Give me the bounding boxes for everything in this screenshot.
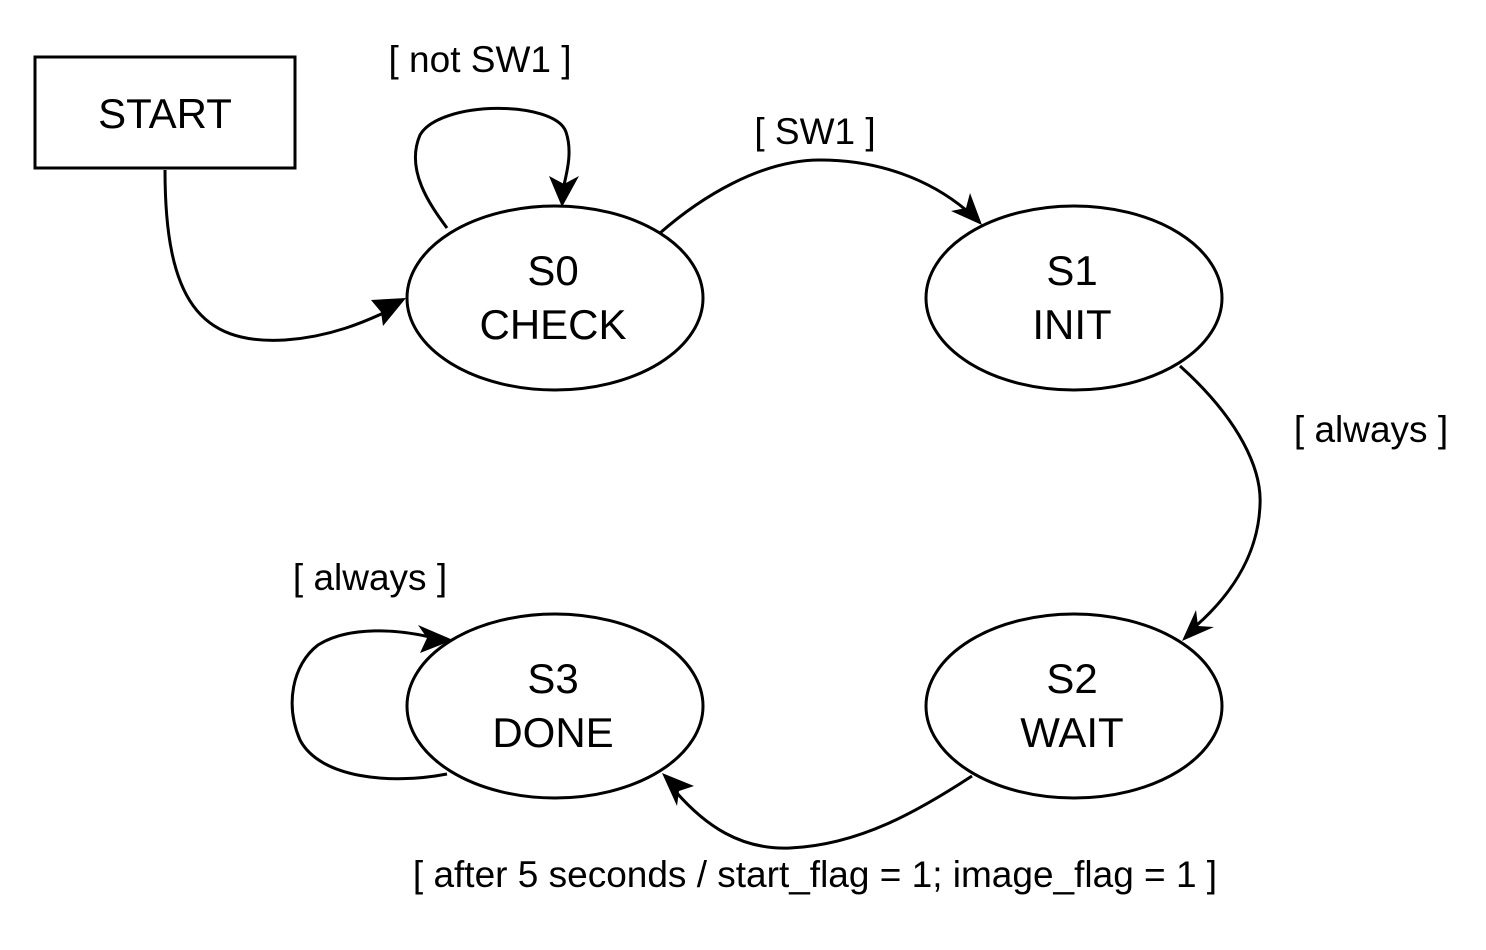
edge-s0-to-s1[interactable]	[659, 158, 982, 235]
edge-s3-self-line	[290, 629, 448, 781]
edge-s0-self-line	[413, 106, 571, 229]
state-s3[interactable]: S3 DONE	[405, 612, 705, 800]
edge-s2-s3-label: [ after 5 seconds / start_flag = 1; imag…	[413, 854, 1217, 895]
state-s1-id: S1	[1046, 247, 1097, 294]
edge-s2-s3-arrowhead	[662, 773, 694, 806]
edge-s0-self[interactable]	[413, 106, 579, 229]
edge-start-to-s0[interactable]	[163, 169, 406, 342]
state-s0-ellipse	[405, 204, 705, 392]
edge-s0-self-arrowhead	[549, 176, 579, 207]
start-label: START	[98, 90, 232, 137]
edge-s0-self-label: [ not SW1 ]	[388, 39, 571, 80]
edge-start-s0-arrowhead	[371, 298, 406, 326]
edge-s1-s2-arrowhead	[1182, 610, 1214, 641]
edge-s1-s2-line	[1178, 364, 1262, 627]
edge-s3-self[interactable]	[290, 625, 453, 781]
edge-s3-self-arrowhead	[418, 625, 453, 653]
edge-s1-to-s2[interactable]	[1178, 364, 1262, 641]
edge-start-s0-line	[163, 169, 393, 342]
state-s2-ellipse	[924, 612, 1224, 800]
edge-s1-s2-label: [ always ]	[1294, 409, 1448, 450]
state-s2[interactable]: S2 WAIT	[924, 612, 1224, 800]
state-s0-id: S0	[527, 247, 578, 294]
state-s3-ellipse	[405, 612, 705, 800]
edge-s0-s1-line	[659, 158, 967, 235]
state-s2-name: WAIT	[1020, 709, 1123, 756]
state-s0-name: CHECK	[479, 301, 626, 348]
edge-s0-s1-label: [ SW1 ]	[754, 111, 875, 152]
state-s0[interactable]: S0 CHECK	[405, 204, 705, 392]
start-node[interactable]: START	[33, 55, 297, 170]
start-box	[33, 55, 297, 170]
state-s2-id: S2	[1046, 655, 1097, 702]
state-s3-id: S3	[527, 655, 578, 702]
edge-s3-self-label: [ always ]	[293, 557, 447, 598]
edge-s2-s3-line	[674, 774, 973, 850]
state-s1-name: INIT	[1032, 301, 1111, 348]
edge-s2-to-s3[interactable]	[662, 773, 973, 850]
state-s1-ellipse	[924, 204, 1224, 392]
state-s1[interactable]: S1 INIT	[924, 204, 1224, 392]
edge-s0-s1-arrowhead	[951, 193, 982, 225]
state-s3-name: DONE	[492, 709, 613, 756]
